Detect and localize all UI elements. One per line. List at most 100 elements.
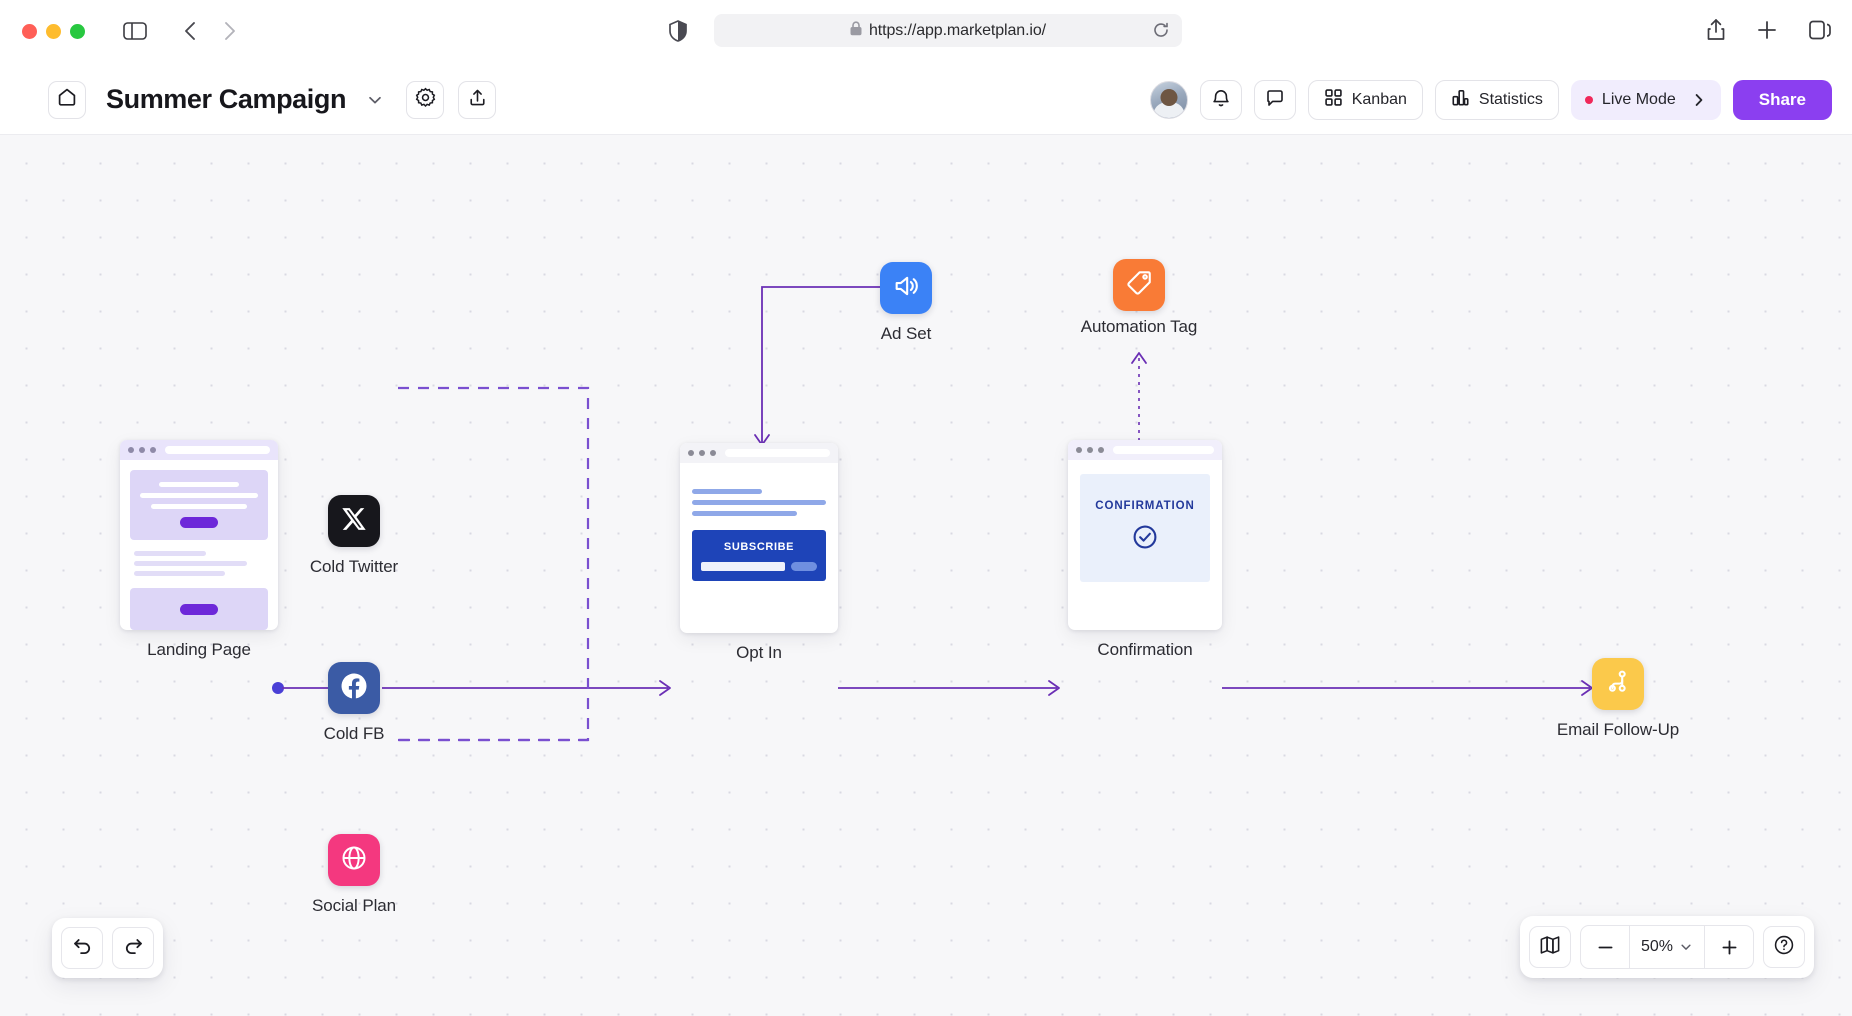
node-social-plan[interactable]: Social Plan xyxy=(312,834,396,915)
node-label-opt-in: Opt In xyxy=(736,643,782,662)
mock-address-bar xyxy=(165,446,270,454)
statistics-button[interactable]: Statistics xyxy=(1434,80,1559,120)
chevron-right-icon xyxy=(1691,92,1707,108)
node-label-landing-page: Landing Page xyxy=(147,640,251,659)
confirmation-title: CONFIRMATION xyxy=(1095,500,1195,512)
shield-icon[interactable] xyxy=(668,19,688,48)
browser-back-button[interactable] xyxy=(182,20,200,47)
statistics-label: Statistics xyxy=(1478,91,1543,108)
zoom-toolbar: 50% xyxy=(1520,916,1814,978)
undo-button[interactable] xyxy=(61,927,103,969)
home-button[interactable] xyxy=(48,80,86,119)
browser-chrome: https://app.marketplan.io/ xyxy=(0,0,1852,65)
automation-tag-icon-tile[interactable] xyxy=(1113,259,1165,311)
hero-line xyxy=(150,504,248,509)
mock-address-bar xyxy=(1113,446,1214,454)
subscribe-block: SUBSCRIBE xyxy=(692,530,826,581)
reload-icon[interactable] xyxy=(1152,21,1170,44)
share-icon[interactable] xyxy=(1706,18,1726,47)
node-label-automation-tag: Automation Tag xyxy=(1080,317,1198,336)
question-circle-icon xyxy=(1773,934,1795,961)
close-window-button[interactable] xyxy=(22,24,37,39)
bar-chart-icon xyxy=(1451,88,1470,112)
confirmation-body: CONFIRMATION xyxy=(1068,460,1222,596)
avatar[interactable] xyxy=(1149,81,1188,119)
node-opt-in[interactable]: SUBSCRIBE Opt In xyxy=(680,443,838,662)
node-email-follow-up[interactable]: Email Follow-Up xyxy=(1557,658,1679,739)
mock-dot xyxy=(699,450,705,456)
cold-fb-icon-tile[interactable] xyxy=(328,662,380,714)
notifications-button[interactable] xyxy=(1199,80,1242,120)
chevron-down-icon xyxy=(1679,940,1693,954)
tag-icon xyxy=(1125,269,1153,302)
live-status-dot xyxy=(1584,96,1593,104)
node-automation-tag[interactable]: Automation Tag xyxy=(1081,259,1197,336)
edge-source-handle xyxy=(272,682,284,694)
text-line xyxy=(692,511,797,516)
branch-icon xyxy=(1604,668,1632,701)
live-mode-button[interactable]: Live Mode xyxy=(1570,80,1721,120)
subscribe-form-row xyxy=(701,562,817,571)
kanban-button[interactable]: Kanban xyxy=(1307,80,1423,120)
flow-canvas[interactable]: Landing Page Cold Twitter Cold FB Socia xyxy=(0,135,1852,1016)
mock-dot xyxy=(128,447,134,453)
chevron-down-icon[interactable] xyxy=(366,91,384,109)
minimap-button[interactable] xyxy=(1529,926,1571,968)
browser-forward-button[interactable] xyxy=(220,20,238,47)
avatar-body xyxy=(1152,102,1185,118)
node-landing-page[interactable]: Landing Page xyxy=(120,440,278,659)
kanban-label: Kanban xyxy=(1351,91,1407,108)
gear-icon xyxy=(415,87,436,113)
landing-page-card[interactable] xyxy=(120,440,278,630)
mock-dot xyxy=(1087,447,1093,453)
globe-icon xyxy=(340,844,368,877)
hero-cta-button xyxy=(180,517,218,528)
address-bar[interactable]: https://app.marketplan.io/ xyxy=(714,14,1182,47)
sidebar-toggle-icon[interactable] xyxy=(122,19,148,43)
mock-browser-bar xyxy=(120,440,278,460)
zoom-out-button[interactable] xyxy=(1581,926,1629,968)
node-cold-twitter[interactable]: Cold Twitter xyxy=(310,495,398,576)
page-title: Summer Campaign xyxy=(106,84,347,114)
landing-page-body xyxy=(120,460,278,630)
maximize-window-button[interactable] xyxy=(70,24,85,39)
redo-arrow-icon xyxy=(123,935,144,961)
header-left-group: Summer Campaign xyxy=(0,80,497,119)
undo-arrow-icon xyxy=(72,935,93,961)
minimize-window-button[interactable] xyxy=(46,24,61,39)
text-line xyxy=(692,489,762,494)
url-text: https://app.marketplan.io/ xyxy=(868,21,1047,39)
text-line xyxy=(692,500,826,505)
export-button[interactable] xyxy=(458,80,497,119)
ad-set-icon-tile[interactable] xyxy=(880,262,932,314)
bell-icon xyxy=(1211,88,1231,113)
social-plan-icon-tile[interactable] xyxy=(328,834,380,886)
redo-button[interactable] xyxy=(112,927,154,969)
zoom-level-value: 50% xyxy=(1640,938,1674,955)
zoom-level-select[interactable]: 50% xyxy=(1629,926,1705,968)
confirmation-card[interactable]: CONFIRMATION xyxy=(1068,440,1222,630)
mock-dot xyxy=(1098,447,1104,453)
email-field-mock xyxy=(701,562,785,571)
node-ad-set[interactable]: Ad Set xyxy=(880,262,932,343)
email-follow-up-icon-tile[interactable] xyxy=(1592,658,1644,710)
node-label-email-follow-up: Email Follow-Up xyxy=(1556,720,1680,739)
grid-squares-icon xyxy=(1324,88,1343,112)
body-text-block xyxy=(134,551,268,576)
node-confirmation[interactable]: CONFIRMATION Confirmation xyxy=(1068,440,1222,659)
tab-overview-icon[interactable] xyxy=(1808,19,1832,46)
edge-layer xyxy=(272,286,1593,742)
opt-in-card[interactable]: SUBSCRIBE xyxy=(680,443,838,633)
share-button[interactable]: Share xyxy=(1732,80,1832,120)
zoom-in-button[interactable] xyxy=(1705,926,1753,968)
comments-button[interactable] xyxy=(1253,80,1296,120)
help-button[interactable] xyxy=(1763,926,1805,968)
new-tab-plus-icon[interactable] xyxy=(1756,19,1778,46)
settings-button[interactable] xyxy=(406,80,445,119)
facebook-icon xyxy=(339,671,369,706)
cold-twitter-icon-tile[interactable] xyxy=(328,495,380,547)
node-cold-fb[interactable]: Cold FB xyxy=(324,662,384,743)
node-label-cold-fb: Cold FB xyxy=(323,724,385,743)
hero-line xyxy=(139,493,259,498)
window-traffic-lights xyxy=(22,24,85,39)
